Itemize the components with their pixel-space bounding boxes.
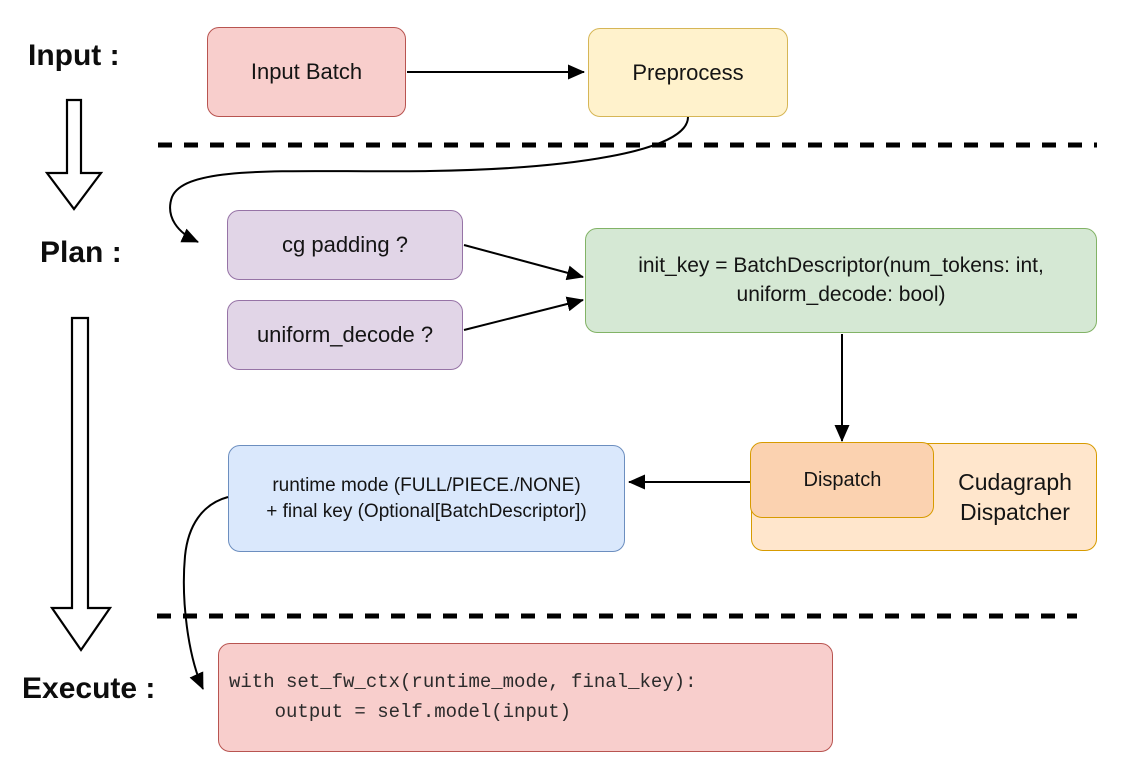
node-init-key-line1: init_key = BatchDescriptor(num_tokens: i… [638, 254, 1044, 278]
arrow-uniform-decode-to-init-key [463, 296, 584, 331]
node-cudagraph-dispatcher: Dispatch Cudagraph Dispatcher [750, 442, 1098, 552]
cudagraph-line1: Cudagraph [958, 469, 1072, 496]
node-runtime-mode-line2: + final key (Optional[BatchDescriptor]) [266, 500, 587, 522]
node-cg-padding-label: cg padding ? [282, 232, 408, 258]
node-init-key: init_key = BatchDescriptor(num_tokens: i… [585, 228, 1097, 333]
node-execute-code: with set_fw_ctx(runtime_mode, final_key)… [218, 643, 833, 752]
hollow-arrow-plan [49, 316, 113, 652]
cudagraph-line2: Dispatcher [960, 499, 1070, 525]
arrow-cg-padding-to-init-key [463, 244, 584, 281]
node-input-batch: Input Batch [207, 27, 406, 117]
node-runtime-mode-line1: runtime mode (FULL/PIECE./NONE) [272, 474, 581, 496]
node-preprocess: Preprocess [588, 28, 788, 117]
section-label-input: Input : [28, 39, 120, 72]
node-uniform-decode: uniform_decode ? [227, 300, 463, 370]
hollow-arrow-input [44, 98, 104, 211]
node-uniform-decode-label: uniform_decode ? [256, 322, 434, 348]
section-label-plan: Plan : [40, 236, 122, 269]
node-preprocess-label: Preprocess [632, 59, 744, 85]
node-dispatch: Dispatch [750, 442, 935, 519]
section-label-execute: Execute : [22, 672, 156, 705]
node-input-batch-label: Input Batch [250, 59, 363, 85]
node-init-key-line2: uniform_decode: bool) [736, 282, 946, 306]
node-cg-padding: cg padding ? [227, 210, 463, 280]
execute-code-line1: with set_fw_ctx(runtime_mode, final_key)… [229, 671, 697, 694]
node-dispatch-label: Dispatch [803, 468, 882, 491]
node-runtime-mode: runtime mode (FULL/PIECE./NONE) + final … [228, 445, 625, 552]
execute-code-line2: output = self.model(input) [229, 700, 572, 723]
node-cudagraph-dispatcher-label: Cudagraph Dispatcher [932, 444, 1098, 552]
